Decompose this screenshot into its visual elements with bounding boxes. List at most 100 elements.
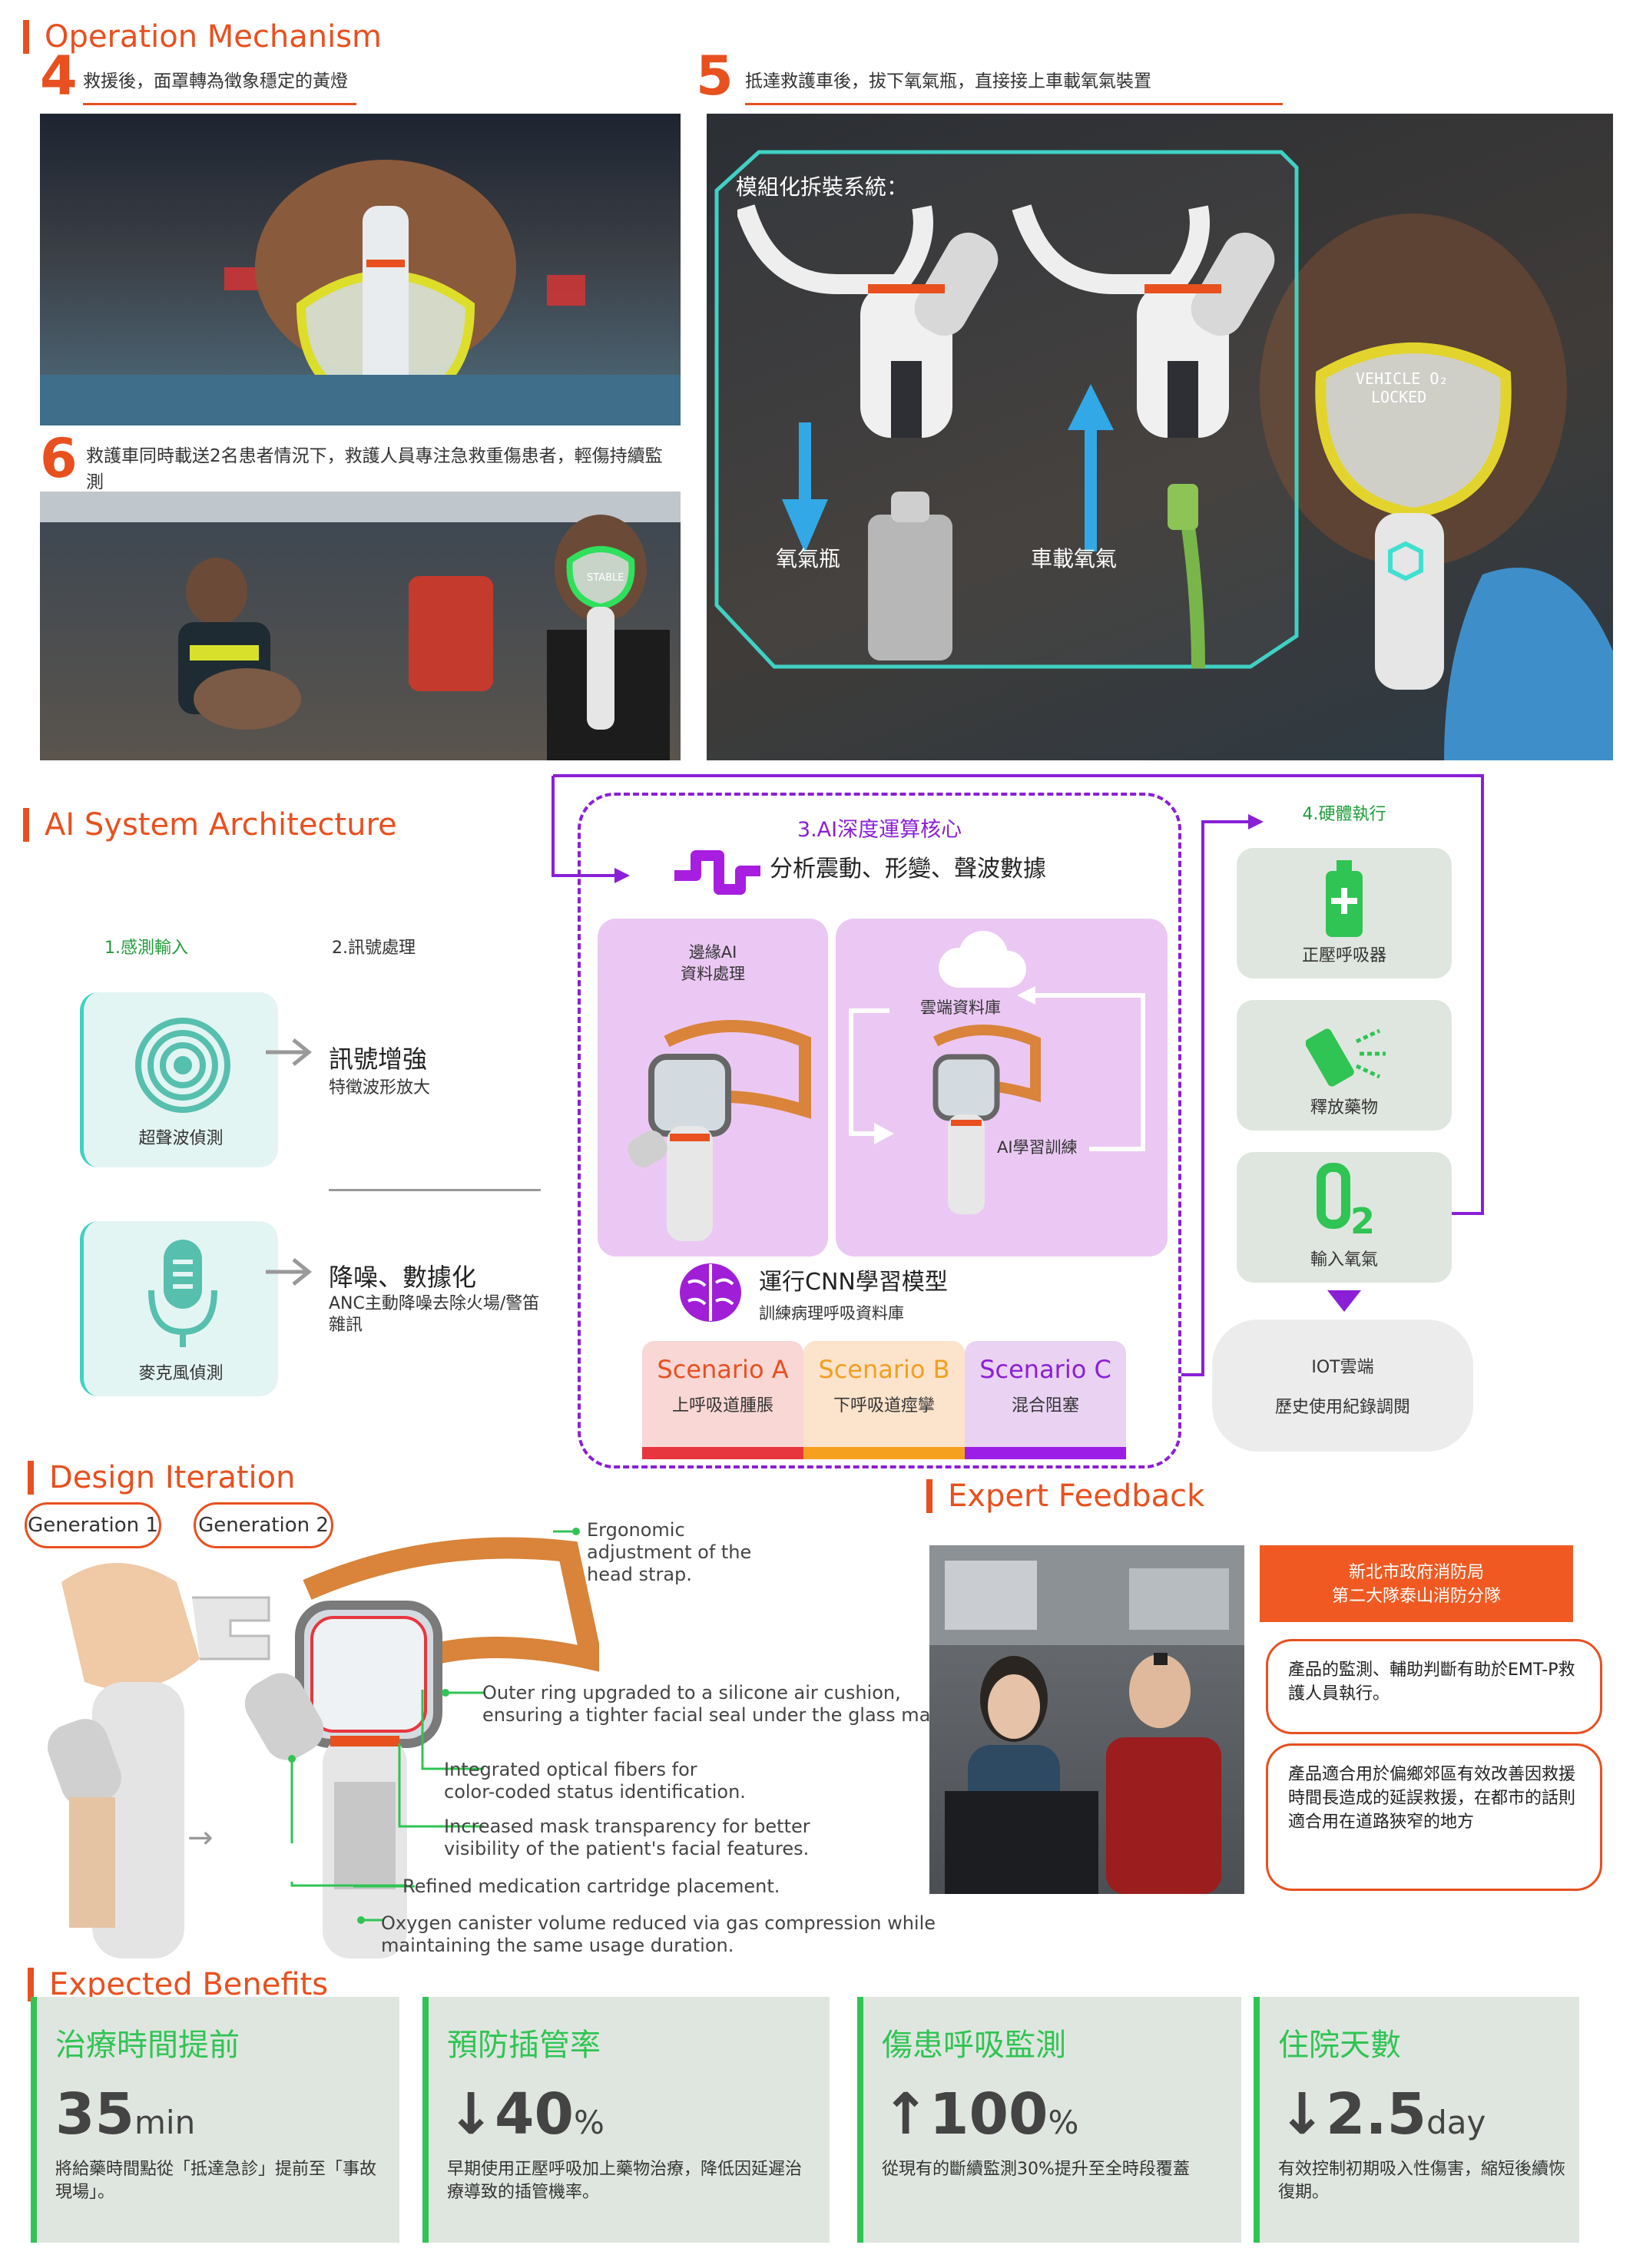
- step-number-6: 6: [40, 427, 78, 490]
- benefit-1-value: 35: [55, 2081, 134, 2147]
- mic-label: 麥克風偵測: [138, 1364, 224, 1383]
- cnn-sub: 訓練病理呼吸資料庫: [759, 1304, 904, 1323]
- enhance-sub: 特徵波形放大: [329, 1078, 431, 1098]
- photo-patient-yellow-mask: [40, 114, 681, 425]
- cloud-icon: [939, 931, 1026, 988]
- cnn-title: 運行CNN學習模型: [759, 1269, 948, 1296]
- scenario-a-title: Scenario A: [657, 1355, 789, 1384]
- annotation-transparency: Increased mask transparency for better v…: [444, 1816, 810, 1859]
- benefit-card-2: 預防插管率 ↓40% 早期使用正壓呼吸加上藥物治療，降低因延遲治療導致的插管機率…: [422, 1997, 830, 2243]
- denoise-sub: ANC主動降噪去除火場/警笛雜訊: [329, 1294, 540, 1335]
- hw-drug-card: 釋放藥物: [1237, 1000, 1452, 1131]
- expert-org-label: 新北市政府消防局 第二大隊泰山消防分隊: [1260, 1545, 1573, 1622]
- iot-title: IOT雲端: [1311, 1358, 1374, 1377]
- scenario-c: Scenario C 混合阻塞: [965, 1341, 1126, 1459]
- benefit-2-unit: %: [574, 2104, 605, 2141]
- cloud-card: 雲端資料庫 AI學習訓練: [836, 919, 1168, 1257]
- benefit-2-desc: 早期使用正壓呼吸加上藥物治療，降低因延遲治療導致的插管機率。: [447, 2160, 803, 2202]
- o2-icon: 2: [1317, 1163, 1375, 1242]
- iot-sub: 歷史使用紀錄調閱: [1274, 1398, 1410, 1417]
- step-caption-4: 救援後，面罩轉為徵象穩定的黃燈: [83, 66, 356, 105]
- arrow-gen-icon: →: [187, 1820, 214, 1856]
- edge-ai-card: 邊緣AI 資料處理: [598, 919, 828, 1257]
- gen2-pill: Generation 2: [194, 1502, 333, 1548]
- benefit-4-value-row: ↓2.5day: [1278, 2081, 1486, 2147]
- exec-title: 4.硬體執行: [1302, 805, 1386, 824]
- svg-text:2: 2: [1350, 1200, 1375, 1242]
- section-title-operation: Operation Mechanism: [23, 20, 382, 54]
- hw-drug-label: 釋放藥物: [1310, 1098, 1378, 1117]
- scenario-a-sub: 上呼吸道腫脹: [671, 1396, 773, 1415]
- brain-icon: [680, 1263, 741, 1322]
- spray-icon: [1306, 1028, 1386, 1087]
- benefit-card-1: 治療時間提前 35min 將給藥時間點從「抵達急診」提前至「事故現場」。: [31, 1997, 399, 2243]
- modular-title: 模組化拆裝系統：: [736, 174, 909, 200]
- benefit-3-value: 100: [929, 2081, 1048, 2147]
- hw-ventilator-card: 正壓呼吸器: [1237, 848, 1452, 978]
- benefit-2-title: 預防插管率: [447, 2028, 601, 2063]
- step-number-4: 4: [40, 45, 78, 108]
- annotation-cartridge: Refined medication cartridge placement.: [402, 1876, 780, 1897]
- gen2-device: [244, 1537, 599, 1958]
- denoise-title: 降噪、數據化: [329, 1263, 477, 1292]
- benefit-1-desc: 將給藥時間點從「抵達急診」提前至「事故現場」。: [55, 2160, 377, 2202]
- scenario-c-sub: 混合阻塞: [1011, 1396, 1079, 1415]
- benefit-4-value: 2.5: [1326, 2081, 1427, 2147]
- benefit-4-desc: 有效控制初期吸入性傷害，縮短後續恢復期。: [1278, 2160, 1566, 2202]
- cloud-device-illustration: [932, 1025, 1041, 1214]
- benefit-1-title: 治療時間提前: [55, 2028, 240, 2063]
- gen1-pill: Generation 1: [25, 1502, 161, 1548]
- section-title-expert: Expert Feedback: [926, 1479, 1204, 1513]
- ai-core-sub: 分析震動、形變、聲波數據: [770, 856, 1046, 882]
- edge-ai-label: 邊緣AI 資料處理: [681, 943, 745, 983]
- ambulance-interior-illustration: STABLE: [40, 492, 681, 760]
- arch-process-title: 2.訊號處理: [332, 939, 416, 958]
- label-vehicle-oxygen: 車載氧氣: [1031, 546, 1118, 571]
- benefit-4-title: 住院天數: [1278, 2028, 1401, 2063]
- training-loop: [849, 986, 1145, 1151]
- scenario-a: Scenario A 上呼吸道腫脹: [642, 1341, 803, 1459]
- ultrasonic-icon: [135, 1018, 230, 1113]
- section-title-design: Design Iteration: [28, 1461, 296, 1495]
- arch-input-title: 1.感測輸入: [104, 939, 188, 958]
- hw-ventilator-label: 正壓呼吸器: [1301, 946, 1386, 965]
- benefit-3-title: 傷患呼吸監測: [882, 2028, 1066, 2063]
- photo-vehicle-oxygen: VEHICLE O₂ LOCKED: [707, 114, 1613, 760]
- scenario-b-sub: 下呼吸道痙攣: [833, 1396, 935, 1415]
- step-caption-5: 抵達救護車後，拔下氧氣瓶，直接接上車載氧氣裝置: [745, 66, 1283, 105]
- ventilator-icon: [1326, 860, 1363, 937]
- arrow-right-icon: [266, 1038, 313, 1066]
- cloud-db-label: 雲端資料庫: [920, 998, 1001, 1017]
- benefit-3-prefix: ↑: [882, 2081, 930, 2147]
- arrow-right-icon-2: [266, 1258, 313, 1286]
- expert-quote-2: 產品適合用於偏鄉郊區有效改善因救援時間長造成的延誤救援，在都市的話則適合用在道路…: [1266, 1743, 1602, 1891]
- annotation-optical-fibers: Integrated optical fibers for color-code…: [444, 1759, 746, 1803]
- benefit-3-desc: 從現有的斷續監測30%提升至全時段覆蓋: [882, 2160, 1190, 2179]
- gen1-device: [48, 1563, 270, 1958]
- enhance-title: 訊號增強: [329, 1045, 428, 1074]
- patient-mask-illustration: [40, 160, 681, 425]
- purple-connectors: [552, 774, 1484, 1376]
- mic-card: 麥克風偵測: [80, 1221, 278, 1396]
- ultrasonic-card: 超聲波偵測: [80, 992, 278, 1167]
- section-title-benefits: Expected Benefits: [28, 1968, 328, 2001]
- scenario-b: Scenario B 下呼吸道痙攣: [803, 1341, 965, 1459]
- annotation-oxygen-canister: Oxygen canister volume reduced via gas c…: [381, 1912, 936, 1956]
- section-title-architecture: AI System Architecture: [23, 808, 397, 842]
- benefit-3-value-row: ↑100%: [882, 2081, 1078, 2147]
- scenario-b-title: Scenario B: [818, 1355, 950, 1384]
- benefit-card-4: 住院天數 ↓2.5day 有效控制初期吸入性傷害，縮短後續恢復期。: [1254, 1997, 1579, 2243]
- benefit-card-3: 傷患呼吸監測 ↑100% 從現有的斷續監測30%提升至全時段覆蓋: [857, 1997, 1241, 2243]
- microphone-icon: [148, 1240, 217, 1347]
- step-number-5: 5: [696, 45, 734, 108]
- benefit-2-value: 40: [495, 2081, 574, 2147]
- mask-text-locked: LOCKED: [1371, 388, 1426, 406]
- edge-device-illustration: [628, 1020, 811, 1241]
- benefit-3-unit: %: [1048, 2104, 1079, 2141]
- photo-ambulance-interior: STABLE: [40, 492, 681, 760]
- hw-oxygen-label: 輸入氧氣: [1310, 1250, 1378, 1270]
- benefit-4-unit: day: [1426, 2104, 1486, 2141]
- annotation-air-cushion: Outer ring upgraded to a silicone air cu…: [482, 1682, 956, 1726]
- benefit-2-value-row: ↓40%: [447, 2081, 605, 2147]
- hw-oxygen-card: 2 輸入氧氣: [1237, 1152, 1452, 1283]
